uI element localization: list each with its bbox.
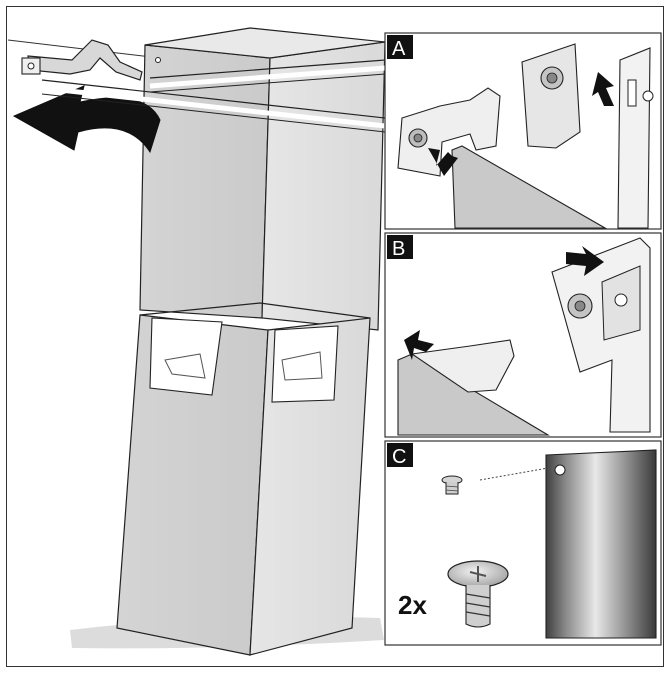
panel-a-front-bracket xyxy=(397,87,501,177)
screw-guide-line xyxy=(479,467,549,481)
panel-a-badge xyxy=(387,35,413,59)
panel-a: A xyxy=(384,32,662,230)
push-arrow-icon xyxy=(428,148,458,176)
panel-c-screw-hole xyxy=(554,464,566,476)
chimney-screw-hole xyxy=(155,57,161,63)
screw-icon xyxy=(441,475,463,495)
panel-a-hood-side xyxy=(451,145,608,229)
main-scene xyxy=(7,27,386,656)
protective-tape-right xyxy=(271,325,339,403)
screw-quantity-label: 2x xyxy=(398,590,427,620)
callout-line-upper xyxy=(149,59,386,79)
rotate-arrow-icon xyxy=(12,85,161,154)
panel-b-hood-side xyxy=(397,353,550,436)
panel-b-front-flange xyxy=(410,339,515,393)
panel-a-chimney-edge xyxy=(617,47,654,229)
lower-chimney-top-edge xyxy=(139,302,371,319)
panel-c-badge xyxy=(387,443,413,467)
panel-b-badge xyxy=(387,235,413,259)
panel-c-cover-plate xyxy=(545,449,657,639)
push-arrow-icon xyxy=(566,246,604,276)
push-arrow-icon xyxy=(592,72,614,106)
wall-bracket xyxy=(21,39,143,81)
push-arrow-icon xyxy=(404,330,434,360)
panel-c: C 2x xyxy=(384,440,662,646)
screw-icon xyxy=(447,560,509,628)
panel-b-rear-bracket xyxy=(551,237,651,433)
panel-c-letter: C xyxy=(392,446,406,468)
upper-chimney-side xyxy=(261,41,386,331)
panel-b: B xyxy=(384,232,662,438)
panel-a-letter: A xyxy=(392,38,406,60)
panel-b-letter: B xyxy=(392,238,405,260)
panel-a-rear-bracket xyxy=(521,43,581,149)
protective-tape-left xyxy=(149,317,223,396)
callout-line-lower xyxy=(41,79,386,119)
